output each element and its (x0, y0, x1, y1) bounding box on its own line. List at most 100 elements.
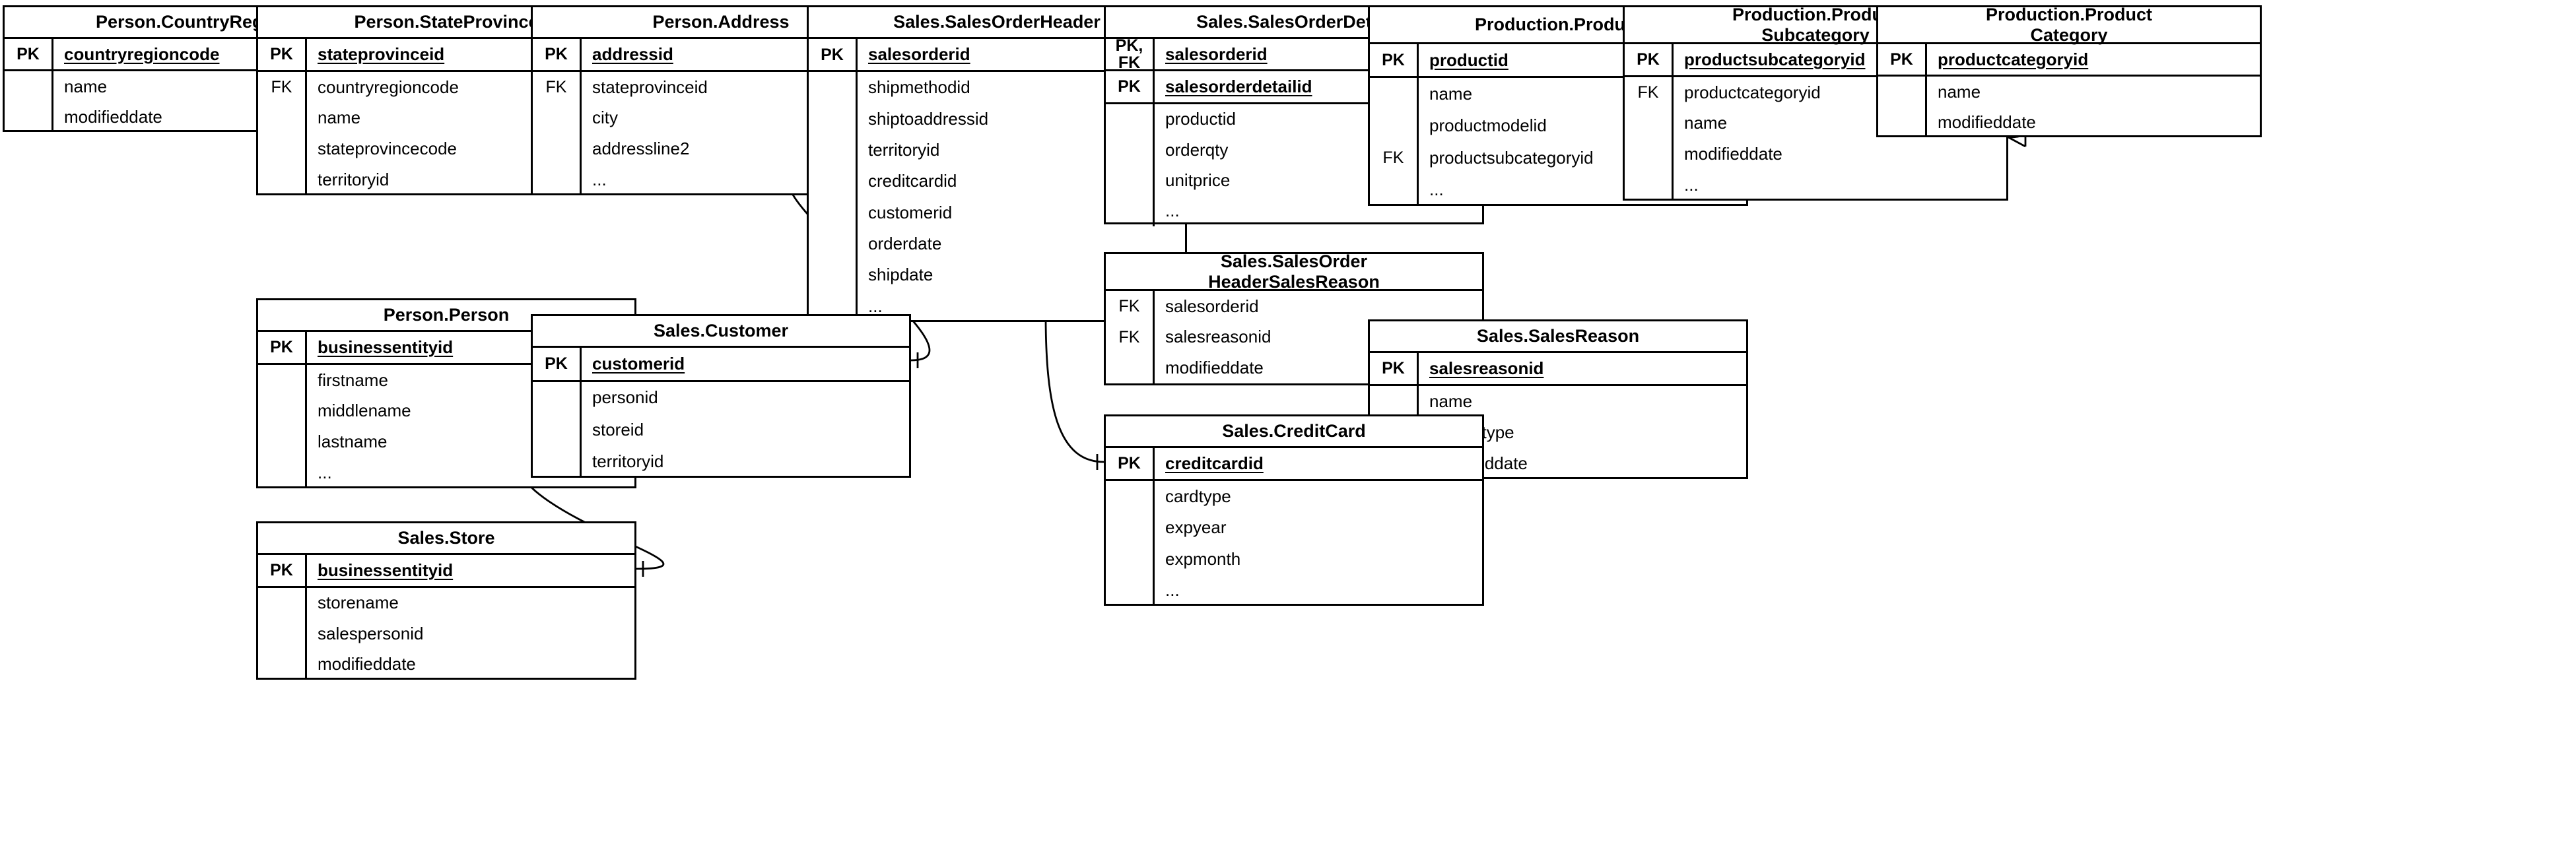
attribute-key-badge (533, 414, 582, 446)
attribute-name: productid (1165, 109, 1236, 129)
attribute-row[interactable]: modifieddate (258, 649, 634, 680)
attribute-row[interactable]: ... (533, 164, 909, 195)
attribute-row[interactable]: ... (1106, 574, 1482, 606)
attribute-name: creditcardid (1165, 453, 1264, 474)
attribute-row[interactable]: expmonth (1106, 543, 1482, 575)
attribute-row[interactable]: cardtype (1106, 481, 1482, 513)
attribute-row[interactable]: ... (809, 290, 1185, 322)
attribute-key-badge (533, 381, 582, 414)
attribute-name: ... (1165, 579, 1180, 600)
attribute-name: city (592, 108, 618, 128)
attribute-name: firstname (318, 370, 388, 390)
attribute-row[interactable]: modifieddate (1625, 139, 2006, 170)
attribute-row[interactable]: territoryid (809, 134, 1185, 166)
attribute-row[interactable]: modifieddate (5, 102, 381, 132)
attribute-key-badge: PK (1370, 44, 1419, 77)
attribute-row[interactable]: creditcardid (809, 166, 1185, 197)
attribute-key-badge (533, 133, 582, 165)
attribute-key-badge (1370, 174, 1419, 206)
attribute-row[interactable]: name (1878, 77, 2260, 107)
attribute-name: creditcardid (868, 171, 957, 191)
attribute-row[interactable]: shiptoaddressid (809, 103, 1185, 135)
attribute-key-badge: FK (1370, 142, 1419, 174)
attribute-row[interactable]: unitprice (1106, 165, 1482, 196)
attribute-row[interactable]: salespersonid (258, 618, 634, 649)
attribute-row[interactable]: name (5, 71, 381, 102)
attribute-row[interactable]: orderdate (809, 228, 1185, 260)
attribute-row[interactable]: productid (1106, 104, 1482, 135)
attribute-row[interactable]: productmodelid (1370, 110, 1746, 143)
attribute-row[interactable]: firstname (258, 364, 634, 396)
attribute-row[interactable]: name (1370, 386, 1746, 417)
attribute-row[interactable]: storeid (533, 414, 909, 446)
attribute-key-badge (809, 72, 858, 104)
attribute-key-badge: PK (809, 39, 858, 71)
attribute-name: modifieddate (64, 106, 162, 127)
attribute-row[interactable]: name (1370, 78, 1746, 110)
attribute-row[interactable]: stateprovincecode (258, 133, 634, 165)
attribute-row[interactable]: name (258, 102, 634, 134)
attribute-name: cardtype (1165, 486, 1231, 507)
attribute-row[interactable]: addressline2 (533, 133, 909, 165)
attribute-row[interactable]: customerid (809, 197, 1185, 228)
attribute-key-badge (1106, 352, 1155, 383)
attribute-row[interactable]: ... (1106, 195, 1482, 226)
attribute-row[interactable]: shipmethodid (809, 72, 1185, 104)
attribute-row[interactable]: ... (1625, 170, 2006, 201)
attribute-row[interactable]: name (1625, 108, 2006, 139)
attribute-key-badge: PK (533, 39, 582, 70)
attribute-row[interactable]: city (533, 102, 909, 134)
attribute-row[interactable]: modifieddate (1106, 352, 1482, 383)
attribute-name: productcategoryid (1938, 49, 2089, 69)
attribute-row[interactable]: territoryid (258, 164, 634, 195)
attribute-name: countryregioncode (64, 44, 220, 64)
attribute-key-badge: PK, FK (1106, 37, 1155, 71)
attribute-row[interactable]: ... (258, 457, 634, 488)
attribute-row[interactable]: territoryid (533, 445, 909, 478)
attribute-row[interactable]: expyear (1106, 512, 1482, 544)
attribute-key-badge (258, 102, 307, 134)
attribute-key-badge (258, 457, 307, 488)
attribute-row[interactable]: shipdate (809, 259, 1185, 291)
attribute-row[interactable]: orderqty (1106, 134, 1482, 166)
attribute-row[interactable]: lastname (258, 426, 634, 458)
attribute-row[interactable]: storename (258, 587, 634, 618)
attribute-row[interactable]: middlename (258, 395, 634, 427)
attribute-row[interactable]: modifieddate (1878, 107, 2260, 137)
attribute-key-badge (1370, 386, 1419, 417)
attribute-row[interactable]: personid (533, 381, 909, 414)
attribute-name: lastname (318, 432, 388, 452)
attribute-name: businessentityid (318, 337, 454, 357)
attribute-row[interactable]: ... (1370, 174, 1746, 206)
